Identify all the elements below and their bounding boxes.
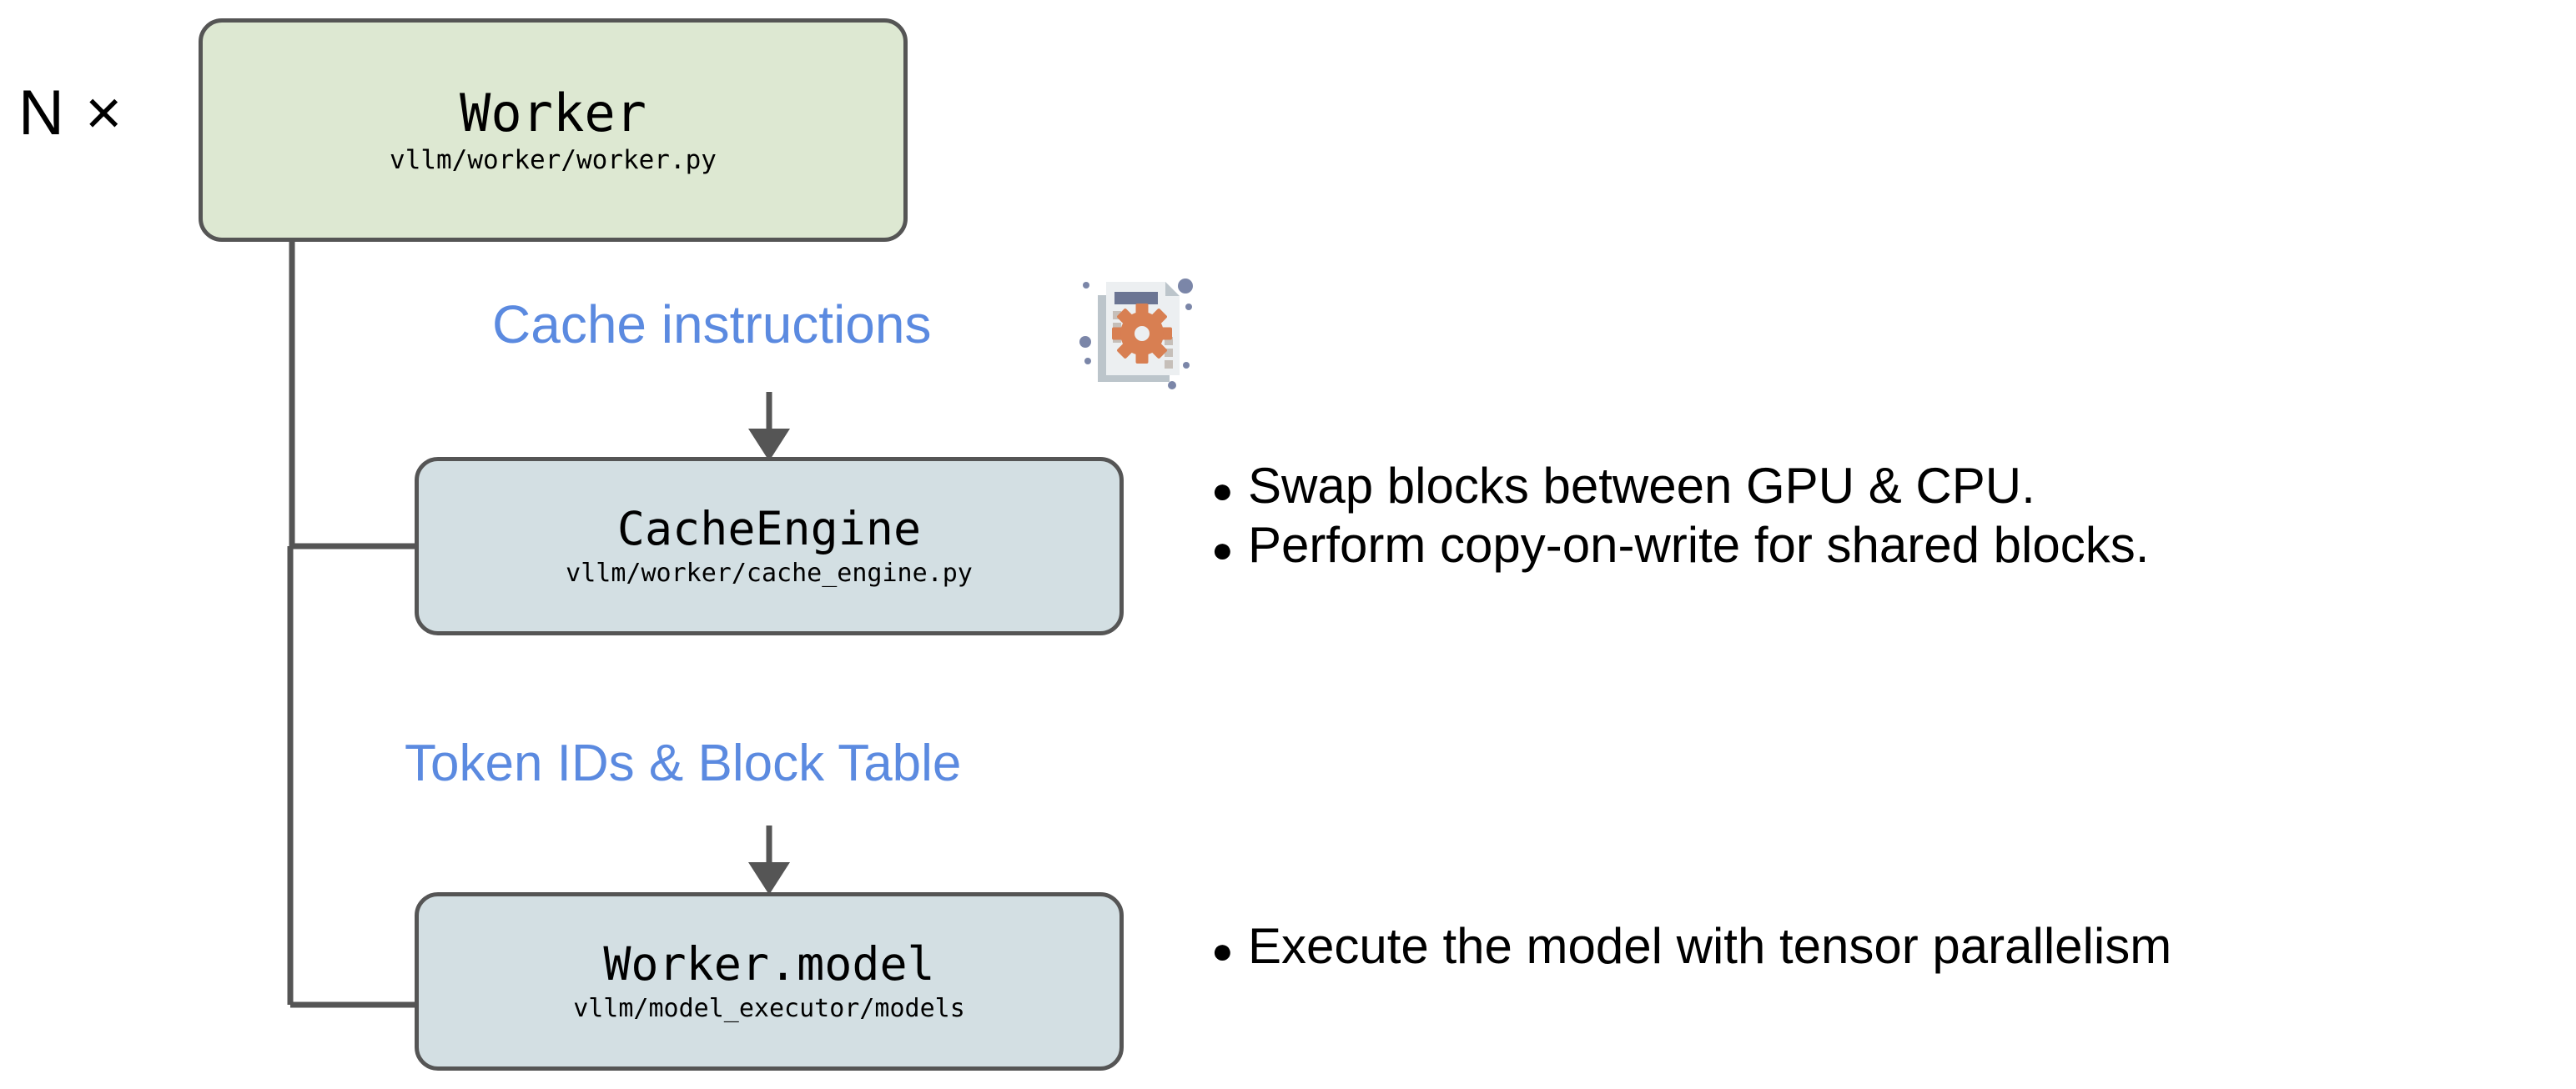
node-cacheengine-title: CacheEngine [616, 501, 922, 555]
list-item: ● Perform copy-on-write for shared block… [1211, 516, 2149, 575]
arrow-token-ids-head [748, 862, 790, 895]
bullet-icon: ● [1211, 931, 1234, 971]
edge-label-cache-instructions: Cache instructions [492, 294, 932, 354]
list-item-text: Perform copy-on-write for shared blocks. [1248, 516, 2150, 573]
worker-multiplier-label: N × [18, 78, 124, 148]
node-cacheengine-path: vllm/worker/cache_engine.py [566, 559, 973, 589]
node-worker-model-path: vllm/model_executor/models [573, 994, 965, 1024]
node-cacheengine[interactable]: CacheEngine vllm/worker/cache_engine.py [415, 457, 1124, 635]
list-item-text: Swap blocks between GPU & CPU. [1248, 458, 2035, 514]
node-worker-path: vllm/worker/worker.py [390, 144, 717, 175]
document-gear-icon [1078, 274, 1203, 392]
bullet-icon: ● [1211, 470, 1234, 511]
cacheengine-notes-list: ● Swap blocks between GPU & CPU. ● Perfo… [1211, 457, 2149, 575]
worker-model-notes-list: ● Execute the model with tensor parallel… [1211, 917, 2171, 976]
node-worker-model-title: Worker.model [603, 936, 935, 991]
list-item-text: Execute the model with tensor parallelis… [1248, 918, 2172, 974]
edge-label-token-ids-block-table: Token IDs & Block Table [405, 735, 962, 792]
node-worker-title: Worker [460, 83, 647, 144]
list-item: ● Execute the model with tensor parallel… [1211, 917, 2171, 976]
node-worker[interactable]: Worker vllm/worker/worker.py [199, 18, 908, 242]
list-item: ● Swap blocks between GPU & CPU. [1211, 457, 2149, 516]
node-worker-model[interactable]: Worker.model vllm/model_executor/models [415, 892, 1124, 1071]
bullet-icon: ● [1211, 529, 1234, 570]
